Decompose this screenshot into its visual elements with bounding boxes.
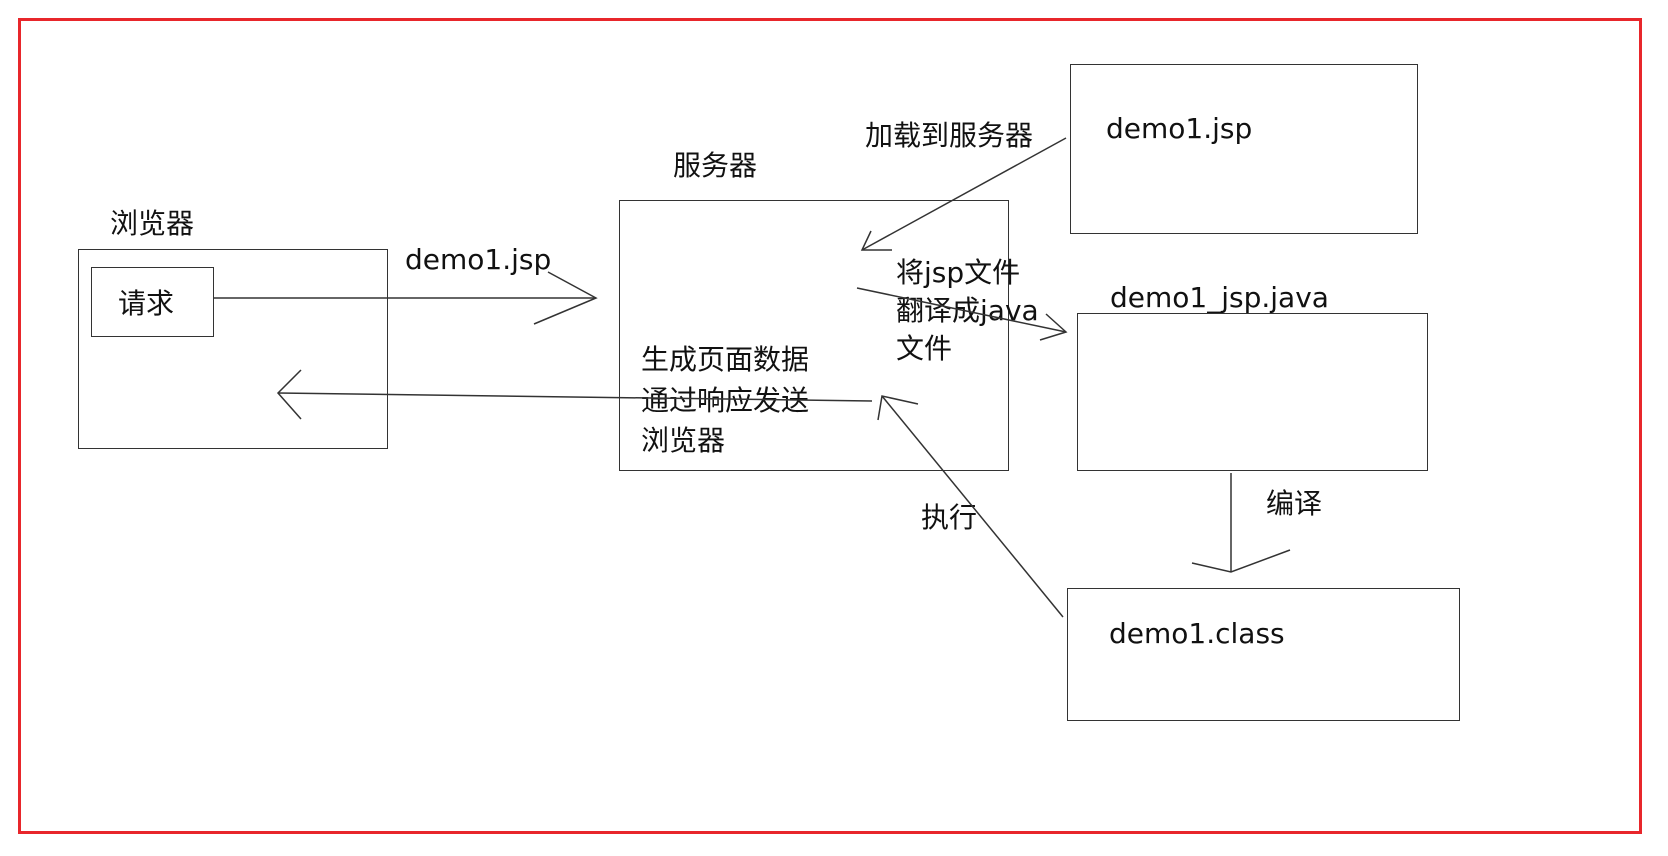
- load-arrow-line: [861, 137, 1067, 251]
- browser-box: [78, 249, 388, 449]
- execute-edge-label: 执行: [921, 501, 978, 534]
- response-label: 生成页面数据 通过响应发送 浏览器: [641, 343, 810, 458]
- execute-arrow-line: [881, 395, 1064, 618]
- response-arrow-line: [277, 392, 873, 402]
- class-file-box: [1067, 588, 1460, 721]
- request-arrowhead: [533, 271, 598, 325]
- jsp-file-box: [1070, 64, 1418, 234]
- request-box: [91, 267, 214, 337]
- compile-arrowhead: [1191, 549, 1291, 573]
- diagram-frame: [18, 18, 1642, 834]
- java-file-box: [1077, 313, 1428, 471]
- translate-arrow-line: [856, 287, 1067, 333]
- load-arrowhead: [860, 230, 892, 251]
- translate-edge-label: 将jsp文件 翻译成java 文件: [896, 256, 1039, 365]
- response-arrowhead: [276, 369, 302, 420]
- java-file-label: demo1_jsp.java: [1110, 281, 1329, 314]
- browser-title: 浏览器: [110, 207, 195, 240]
- class-file-label: demo1.class: [1109, 617, 1285, 650]
- request-label: 请求: [118, 287, 175, 320]
- request-edge-label: demo1.jsp: [405, 243, 552, 276]
- execute-arrowhead: [877, 395, 919, 421]
- server-title: 服务器: [673, 149, 758, 182]
- jsp-file-label: demo1.jsp: [1106, 112, 1253, 145]
- translate-arrowhead: [1039, 313, 1068, 341]
- load-edge-label: 加载到服务器: [865, 119, 1034, 152]
- compile-edge-label: 编译: [1266, 487, 1323, 520]
- server-box: [619, 200, 1009, 471]
